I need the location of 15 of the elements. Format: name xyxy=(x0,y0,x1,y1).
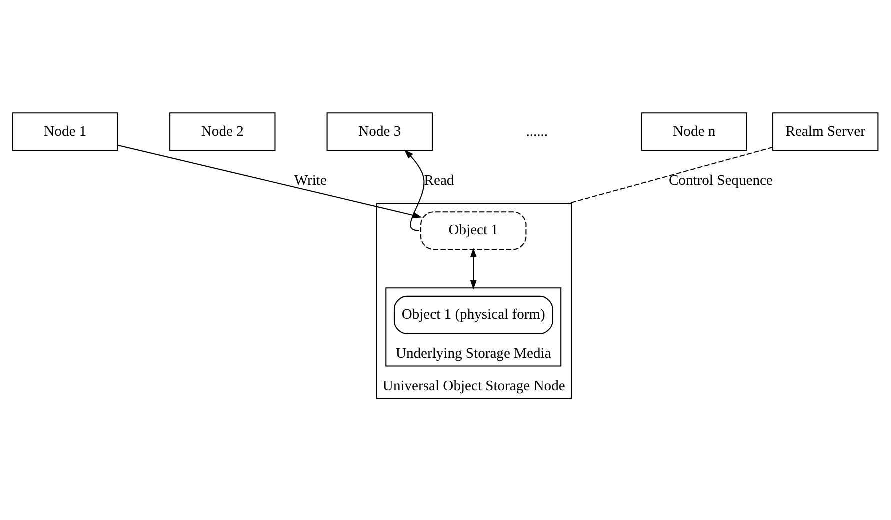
node-box: Realm Server xyxy=(772,112,879,152)
arrow xyxy=(470,248,477,290)
edge-label: Write xyxy=(294,173,327,190)
edge-label: Control Sequence xyxy=(668,173,773,190)
node-box: Object 1 xyxy=(420,212,527,250)
arrow xyxy=(404,150,425,232)
node-box: Object 1 (physical form) xyxy=(394,296,554,334)
node-box: Node 2 xyxy=(170,112,276,152)
node-box: Node 1 xyxy=(12,112,118,152)
label: ...... xyxy=(526,124,548,140)
edge-label: Read xyxy=(424,173,454,190)
node-box: Node 3 xyxy=(326,112,433,152)
node-box: Node n xyxy=(641,112,748,152)
connector xyxy=(568,146,774,204)
arrow xyxy=(118,145,422,219)
